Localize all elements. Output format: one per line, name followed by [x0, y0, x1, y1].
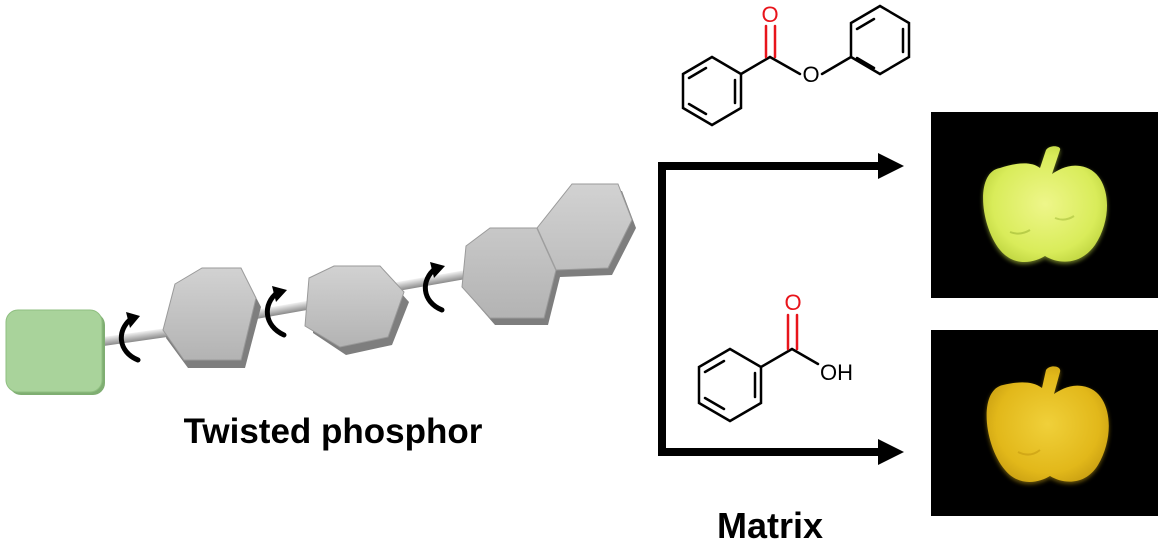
arrow-head-bottom	[878, 439, 904, 465]
linker-rod	[391, 268, 474, 292]
apple-glow-yellow	[986, 366, 1109, 484]
photo-bottom	[931, 330, 1158, 516]
branch-arrows	[658, 153, 904, 465]
ester-oxygen: O	[802, 62, 819, 87]
photo-top	[931, 112, 1158, 298]
hexagon-ring-2	[304, 265, 409, 355]
terminal-block	[5, 309, 105, 395]
matrix-label: Matrix	[717, 505, 823, 544]
phosphor-model	[5, 183, 636, 395]
rotation-arrow	[264, 286, 287, 338]
rotation-arrow	[119, 312, 141, 363]
linker-rod	[95, 328, 168, 347]
apple-glow-yellow-green	[983, 146, 1107, 264]
acid-carbonyl-oxygen: O	[784, 290, 801, 315]
phenyl-benzoate-structure	[681, 4, 911, 127]
fused-hexagon-pair	[461, 183, 636, 325]
phosphor-label: Twisted phosphor	[184, 412, 483, 451]
hydroxyl-group: OH	[820, 360, 853, 385]
hexagon-ring-1	[162, 267, 261, 368]
carbonyl-oxygen: O	[761, 2, 778, 27]
linker-rod	[243, 300, 310, 321]
rotation-arrow	[423, 262, 445, 313]
arrow-head-top	[878, 153, 904, 179]
benzoic-acid-structure	[697, 313, 820, 423]
